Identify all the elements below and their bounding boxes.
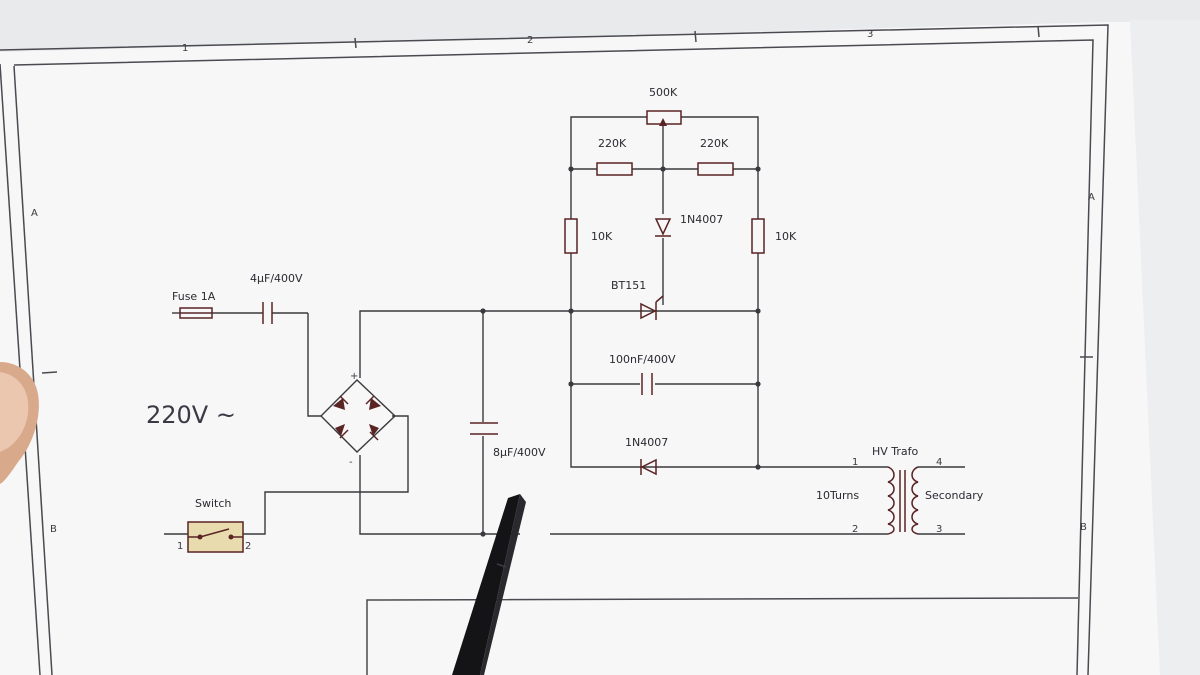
hv-transformer-symbol xyxy=(887,466,919,535)
zone-a-right: A xyxy=(1088,192,1095,203)
diode-bottom-symbol xyxy=(640,458,657,476)
bridge-plus-label: + xyxy=(350,371,358,382)
zone-b-left: B xyxy=(50,524,57,535)
secondary-label: Secondary xyxy=(925,489,984,502)
switch-pin1-label: 1 xyxy=(177,541,183,552)
switch-pin2-label: 2 xyxy=(245,541,251,552)
switch-label: Switch xyxy=(195,497,231,510)
resistor-10k-left-symbol xyxy=(564,218,578,254)
resistor-10k-right-label: 10K xyxy=(775,230,797,243)
scr-symbol xyxy=(640,295,664,320)
transformer-label: HV Trafo xyxy=(872,445,919,458)
trafo-pin3-label: 3 xyxy=(936,524,942,535)
potentiometer-symbol xyxy=(646,110,682,126)
trafo-pin2-label: 2 xyxy=(852,524,858,535)
primary-label: 10Turns xyxy=(816,489,859,502)
resistor-10k-left-label: 10K xyxy=(591,230,613,243)
source-voltage-label: 220V ~ xyxy=(146,401,236,429)
snubber-capacitor-symbol xyxy=(641,373,653,395)
bridge-rectifier-symbol xyxy=(320,379,397,453)
paper-edge-shadow xyxy=(1130,20,1200,675)
resistor-220k-left-label: 220K xyxy=(598,137,627,150)
resistor-10k-right-symbol xyxy=(751,218,765,254)
junction-dots xyxy=(480,166,761,537)
resistor-220k-right-label: 220K xyxy=(700,137,729,150)
trafo-pin4-label: 4 xyxy=(936,457,942,468)
potentiometer-label: 500K xyxy=(649,86,678,99)
bridge-minus-label: - xyxy=(349,457,353,468)
resistor-220k-left-symbol xyxy=(596,162,633,176)
zone-a-left: A xyxy=(31,208,38,219)
fuse-symbol xyxy=(179,307,213,319)
diode-bottom-label: 1N4007 xyxy=(625,436,668,449)
bulk-capacitor-symbol xyxy=(470,422,498,436)
diode-top-label: 1N4007 xyxy=(680,213,723,226)
switch-symbol[interactable] xyxy=(187,521,244,553)
trafo-pin1-label: 1 xyxy=(852,457,858,468)
zone-2: 2 xyxy=(527,35,533,46)
pen-icon xyxy=(452,494,526,675)
zone-b-right: B xyxy=(1080,522,1087,533)
input-capacitor-label: 4µF/400V xyxy=(250,272,303,285)
paper-sheet xyxy=(0,22,1200,675)
resistor-220k-right-symbol xyxy=(697,162,734,176)
scr-label: BT151 xyxy=(611,279,646,292)
input-capacitor-symbol xyxy=(262,302,273,324)
zone-markers: 1 2 3 A A B B xyxy=(31,29,1095,535)
bulk-capacitor-label: 8µF/400V xyxy=(493,446,546,459)
diode-top-symbol xyxy=(654,218,672,237)
zone-3: 3 xyxy=(867,29,873,40)
wiring xyxy=(164,116,965,535)
snubber-capacitor-label: 100nF/400V xyxy=(609,353,676,366)
fingertip xyxy=(0,362,39,484)
zone-1: 1 xyxy=(182,43,188,54)
fuse-label: Fuse 1A xyxy=(172,290,216,303)
